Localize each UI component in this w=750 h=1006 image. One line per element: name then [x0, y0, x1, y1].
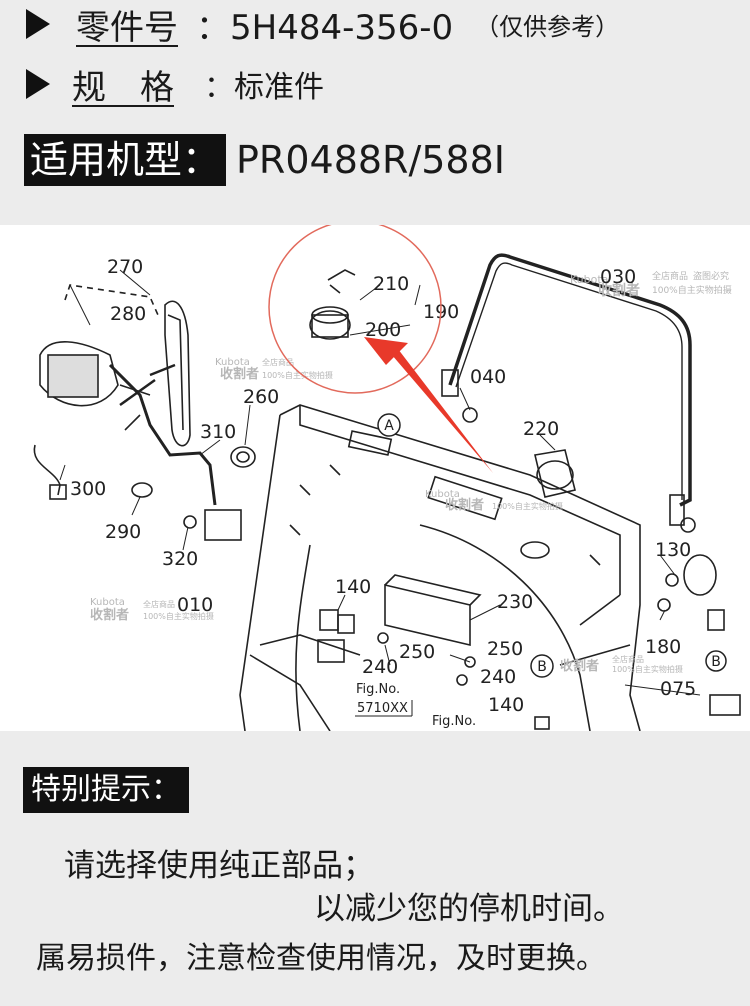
watermark-name: 收割者 [598, 282, 640, 299]
fig-label-2: Fig.No. [432, 714, 476, 729]
spec-value: ：标准件 [204, 70, 324, 105]
callout-circle-b-right [705, 650, 727, 672]
watermark-name-3: 收割者 [445, 497, 484, 513]
highlight-arrow-head-icon [364, 337, 408, 365]
callout-260: 260 [243, 386, 279, 408]
watermark-tag-5: 全店商品 [612, 654, 644, 664]
highlight-arrow-shaft [392, 349, 493, 473]
callout-270: 270 [107, 256, 143, 278]
watermark-logo-icon: Kubota [570, 273, 608, 286]
watermark-name-2: 收割者 [220, 366, 259, 382]
watermark-brand-2: Kubota [215, 357, 250, 368]
bullet-triangle-icon [26, 9, 50, 39]
callout-circle-b [530, 654, 554, 678]
callout-075: 075 [660, 678, 696, 700]
callout-040: 040 [470, 366, 506, 388]
watermark-note: 盗图必究 [693, 270, 729, 282]
callout-240: 240 [362, 656, 398, 678]
watermark-sub: 100%自主实物拍摄 [652, 284, 732, 296]
watermark-name-5: 收割者 [560, 658, 599, 674]
watermark-brand-3: Kubota [425, 489, 460, 500]
callout-200: 200 [365, 319, 401, 341]
watermark-tag: 全店商品 [652, 270, 688, 282]
part-number-value: ：5H484-356-0 [196, 7, 454, 48]
callout-010: 010 [177, 594, 213, 616]
tip-line-2: 以减少您的停机时间。 [314, 891, 624, 927]
part-number-label: 零件号 [76, 7, 178, 48]
callout-220: 220 [523, 418, 559, 440]
callout-230: 230 [497, 591, 533, 613]
callout-letter-b-right: B [711, 654, 721, 670]
spec-label: 规 格 [72, 67, 174, 108]
callout-240-b: 240 [480, 666, 516, 688]
callout-letter-b: B [537, 659, 547, 675]
watermark-sub-2: 100%自主实物拍摄 [262, 370, 333, 380]
callout-letter-a: A [384, 418, 394, 434]
callout-300: 300 [70, 478, 106, 500]
callout-210: 210 [373, 273, 409, 295]
callout-030: 030 [600, 266, 636, 288]
bullet-triangle-icon [26, 69, 50, 99]
watermark-sub-3: 100%自主实物拍摄 [492, 501, 563, 511]
highlight-circle [268, 225, 442, 394]
model-label: 适用机型： [24, 134, 227, 186]
watermark-sub-4: 100%自主实物拍摄 [143, 611, 214, 621]
model-value: PR0488R/588I [236, 138, 505, 182]
part-number-row: 零件号 ：5H484-356-0 （仅供参考） [0, 2, 620, 48]
tip-line-1: 请选择使用纯正部品； [64, 848, 374, 884]
watermark-tag-2: 全店商品 [262, 357, 294, 367]
part-number-note: （仅供参考） [475, 12, 620, 41]
watermark-tag-4: 全店商品 [143, 599, 175, 609]
callout-280: 280 [110, 303, 146, 325]
fig-label: Fig.No. [356, 682, 400, 697]
watermark-brand-4: Kubota [90, 597, 125, 608]
tips-heading: 特别提示： [23, 767, 189, 813]
callout-290: 290 [105, 521, 141, 543]
parts-diagram-panel: Kubota 收割者 全店商品 盗图必究 100%自主实物拍摄 Kubota 收… [0, 225, 750, 731]
spec-row: 规 格 ：标准件 [0, 62, 324, 108]
callout-320: 320 [162, 548, 198, 570]
callout-circle-a [377, 413, 401, 437]
callout-140: 140 [335, 576, 371, 598]
tip-line-3: 属易损件，注意检查使用情况，及时更换。 [36, 941, 606, 976]
callout-310: 310 [200, 421, 236, 443]
parts-diagram: Kubota 收割者 全店商品 盗图必究 100%自主实物拍摄 Kubota 收… [33, 225, 741, 731]
model-row: 适用机型： PR0488R/588I [0, 133, 505, 187]
callout-250-b: 250 [487, 638, 523, 660]
callout-250: 250 [399, 641, 435, 663]
watermark-sub-5: 100%自主实物拍摄 [612, 664, 683, 674]
watermark-name-4: 收割者 [90, 607, 129, 623]
callout-180: 180 [645, 636, 681, 658]
callout-140-b: 140 [488, 694, 524, 716]
callout-130: 130 [655, 539, 691, 561]
fig-number: 5710XX [357, 701, 408, 716]
